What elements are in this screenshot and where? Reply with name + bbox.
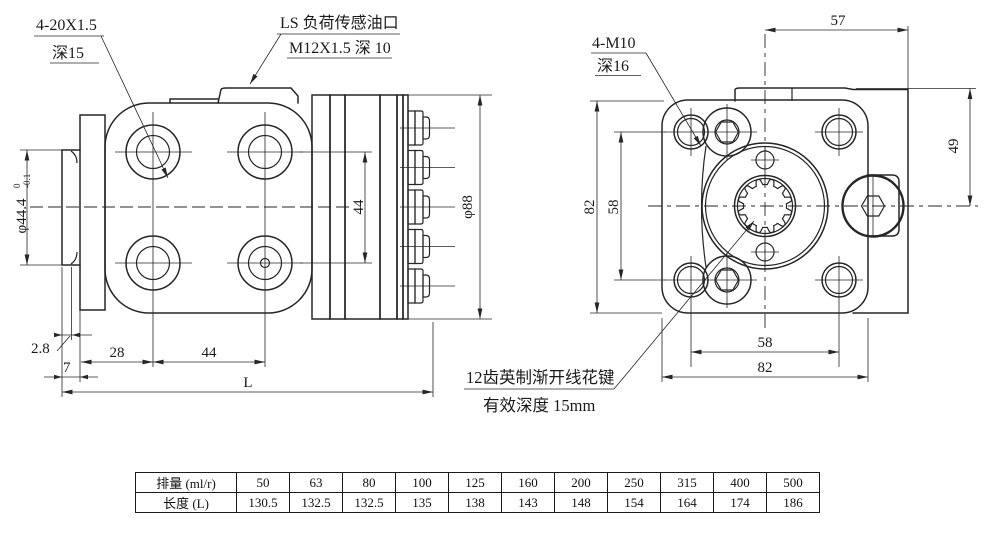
table-cell: 186 — [766, 492, 820, 513]
dim-port-offset: 28 — [110, 345, 125, 361]
gerotor-bolt-teeth — [400, 110, 455, 304]
dim-housing-diameter: φ88 — [460, 195, 476, 219]
drawing-svg: φ44.4 0 -0.1 2.8 7 28 44 — [12, 13, 978, 415]
mount-holes-label-line2: 深16 — [597, 57, 629, 75]
side-dimensions: φ44.4 0 -0.1 2.8 7 28 44 — [12, 94, 492, 397]
svg-text:0: 0 — [12, 183, 22, 188]
front-dimensions: 57 49 82 58 58 — [582, 13, 976, 382]
dim-bolt-spacing-h: 58 — [758, 335, 773, 351]
front-view: 57 49 82 58 58 — [464, 13, 978, 415]
table-cell: 200 — [554, 472, 608, 493]
table-cell: 63 — [289, 472, 343, 493]
spline-label-line2: 有效深度 15mm — [483, 396, 595, 415]
table-cell: 50 — [236, 472, 290, 493]
dim-flange-height: 82 — [582, 200, 598, 215]
svg-text:-0.1: -0.1 — [22, 174, 32, 188]
table-cell: 315 — [660, 472, 714, 493]
port-spec-label-line2: 深15 — [52, 44, 84, 62]
dim-overall-length: L — [243, 375, 252, 391]
table-row-displacement: 排量 (ml/r) 50 63 80 100 125 160 200 250 3… — [135, 472, 820, 493]
table-row-length: 长度 (L) 130.5 132.5 132.5 135 138 143 148… — [135, 492, 820, 513]
svg-text:44: 44 — [351, 199, 367, 215]
table-cell: 148 — [554, 492, 608, 513]
table-cell: 130.5 — [236, 492, 290, 513]
table-cell: 143 — [501, 492, 555, 513]
table-cell: 135 — [395, 492, 449, 513]
table-cell: 132.5 — [289, 492, 343, 513]
side-view: φ44.4 0 -0.1 2.8 7 28 44 — [12, 14, 492, 397]
table-cell: 125 — [448, 472, 502, 493]
ls-port-leader — [249, 33, 282, 85]
svg-text:φ88: φ88 — [460, 195, 476, 219]
dim-bolt-spacing-v: 58 — [606, 200, 622, 215]
table-cell: 132.5 — [342, 492, 396, 513]
table-cell: 138 — [448, 492, 502, 513]
spline-label-line1: 12齿英制渐开线花键 — [466, 368, 615, 387]
dim-port-spacing: 44 — [202, 345, 218, 361]
table-row-label: 排量 (ml/r) — [135, 472, 237, 493]
dim-edge-to-center: 49 — [946, 139, 962, 154]
hex-socket-icon — [714, 121, 740, 143]
table-cell: 500 — [766, 472, 820, 493]
svg-text:58: 58 — [606, 200, 622, 215]
port-spec-label-line1: 4-20X1.5 — [36, 17, 97, 34]
svg-text:φ44.4: φ44.4 — [14, 198, 30, 233]
spline-leader — [613, 220, 755, 390]
dim-shaft-diameter: φ44.4 0 -0.1 — [12, 174, 32, 234]
mount-holes-label-line1: 4-M10 — [592, 35, 636, 52]
front-labels: 4-M10 深16 12齿英制渐开线花键 有效深度 15mm — [464, 35, 755, 415]
ls-port-label-line1: LS 负荷传感油口 — [280, 14, 399, 32]
side-labels: 4-20X1.5 深15 LS 负荷传感油口 M12X1.5 深 10 — [34, 14, 400, 179]
front-center-assembly — [648, 34, 978, 330]
table-cell: 164 — [660, 492, 714, 513]
side-ports — [30, 112, 350, 367]
ls-port-label-line2: M12X1.5 深 10 — [289, 39, 391, 57]
table-cell: 250 — [607, 472, 661, 493]
svg-text:82: 82 — [582, 200, 598, 215]
port-spec-leader — [100, 35, 169, 179]
dim-port-row-spacing: 44 — [351, 199, 367, 215]
dim-center-to-edge: 57 — [831, 13, 847, 29]
svg-text:49: 49 — [946, 139, 962, 154]
table-cell: 400 — [713, 472, 767, 493]
front-mount-holes — [664, 108, 863, 367]
table-cell: 80 — [342, 472, 396, 493]
dim-step: 2.8 — [31, 341, 50, 357]
hex-socket-icon — [860, 195, 886, 217]
mount-holes-leader — [645, 52, 702, 147]
table-cell: 154 — [607, 492, 661, 513]
dim-flange-width: 82 — [758, 360, 773, 376]
dim-neck: 7 — [63, 360, 71, 376]
side-body-outline — [61, 87, 455, 320]
table-row-label: 长度 (L) — [135, 492, 237, 513]
hex-socket-icon — [714, 269, 740, 291]
table-cell: 160 — [501, 472, 555, 493]
table-cell: 100 — [395, 472, 449, 493]
spline-bore — [737, 178, 793, 234]
table-cell: 174 — [713, 492, 767, 513]
displacement-length-table: 排量 (ml/r) 50 63 80 100 125 160 200 250 3… — [135, 472, 820, 513]
